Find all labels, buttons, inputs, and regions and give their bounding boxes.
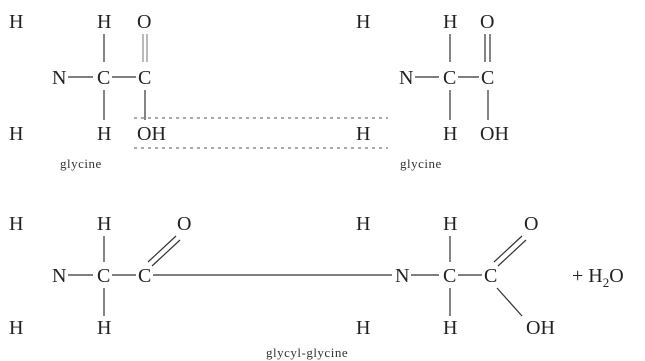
atom-o: O: [480, 11, 494, 33]
atom-h: H: [443, 213, 457, 235]
atom-h: H: [9, 123, 23, 145]
atom-c: C: [443, 265, 456, 287]
atom-h: H: [443, 11, 457, 33]
glycine-left-molecule: H H O N C C H H OH glycine: [9, 11, 166, 171]
atom-n: N: [399, 67, 413, 89]
bond-c-oh: [496, 287, 523, 317]
atom-h: H: [97, 123, 111, 145]
atom-c: C: [481, 67, 494, 89]
atom-n: N: [52, 67, 66, 89]
atom-c: C: [484, 265, 497, 287]
atom-h: H: [9, 11, 23, 33]
atom-o: O: [524, 213, 538, 235]
atom-h: H: [97, 213, 111, 235]
atom-n: N: [395, 265, 409, 287]
bond-c-o-double-2: [497, 239, 527, 267]
atom-n: N: [52, 265, 66, 287]
glycyl-glycine-molecule: H H O N C C H H H H O N C C H H OH: [9, 213, 624, 360]
svg-text:+ H2O: + H2O: [572, 265, 624, 290]
atom-oh: OH: [480, 123, 509, 145]
water-suffix: O: [609, 265, 623, 287]
bond-c-o-double-2: [151, 239, 181, 267]
atom-h: H: [9, 317, 23, 339]
bond-c-o-double-1: [147, 235, 177, 263]
atom-o: O: [177, 213, 191, 235]
atom-h: H: [356, 11, 370, 33]
atom-h: H: [356, 123, 370, 145]
water-elimination-box: [134, 117, 388, 149]
water-prefix: + H: [572, 265, 603, 287]
atom-h: H: [97, 317, 111, 339]
atom-h: H: [356, 213, 370, 235]
atom-oh: OH: [137, 123, 166, 145]
atom-c: C: [138, 265, 151, 287]
atom-h: H: [97, 11, 111, 33]
bond-c-o-double-1: [493, 235, 523, 263]
water-subscript: 2: [603, 275, 610, 290]
atom-o: O: [137, 11, 151, 33]
glycine-right-molecule: H H O N C C H H OH glycine: [356, 11, 509, 171]
atom-c: C: [97, 67, 110, 89]
atom-h: H: [443, 317, 457, 339]
atom-c: C: [138, 67, 151, 89]
atom-h: H: [9, 213, 23, 235]
glycine-left-label: glycine: [60, 156, 102, 171]
atom-c: C: [97, 265, 110, 287]
atom-c: C: [443, 67, 456, 89]
glycine-right-label: glycine: [400, 156, 442, 171]
atom-oh: OH: [526, 317, 555, 339]
atom-h: H: [356, 317, 370, 339]
glycyl-glycine-label: glycyl-glycine: [266, 345, 348, 360]
atom-h: H: [443, 123, 457, 145]
water-product: + H2O: [572, 265, 624, 290]
